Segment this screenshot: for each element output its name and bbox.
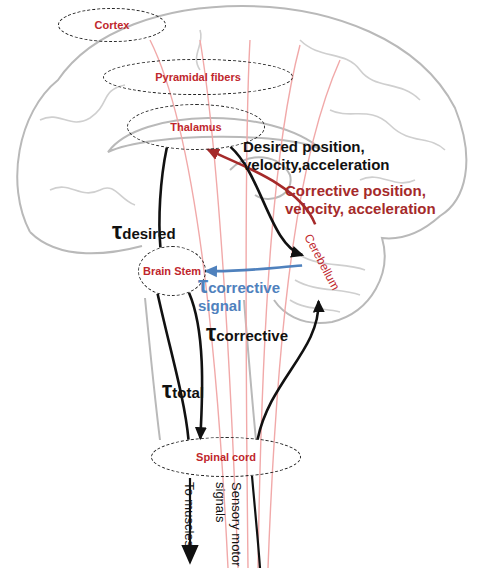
signal-arrow [158,294,189,440]
node-label: Thalamus [170,121,221,133]
signal-arrow [258,301,319,439]
signal-label: τcorrective [206,324,326,345]
brain-gyri [40,30,445,312]
pyramidal-fiber-lines [150,40,340,568]
signal-arrow [206,266,302,272]
brainstem-ellipse: Brain Stem [138,246,206,296]
input-signal-label: Sensory motor signals [212,482,244,568]
cerebellum-region: Cerebellum [302,222,342,302]
signal-label: τtotal [162,381,242,402]
node-label: Brain Stem [143,265,201,277]
cortex-ellipse: Cortex [58,8,166,42]
signal-label: τcorrective signal [198,276,298,315]
fibers-ellipse: Pyramidal fibers [103,59,293,95]
output-signal-label: To muscles [181,482,197,547]
signal-label: Corrective position, velocity, accelerat… [285,182,461,218]
spinal-cord-ellipse: Spinal cord [151,437,301,477]
node-label: Cortex [95,19,130,31]
signal-label: Desired position, velocity,acceleration [243,138,433,174]
node-label: Cerebellum [302,232,341,292]
node-label: Pyramidal fibers [155,71,241,83]
signal-label: τdesired [112,222,222,243]
brain-outline [17,6,466,440]
signal-arrow [189,293,202,439]
node-label: Spinal cord [196,451,256,463]
